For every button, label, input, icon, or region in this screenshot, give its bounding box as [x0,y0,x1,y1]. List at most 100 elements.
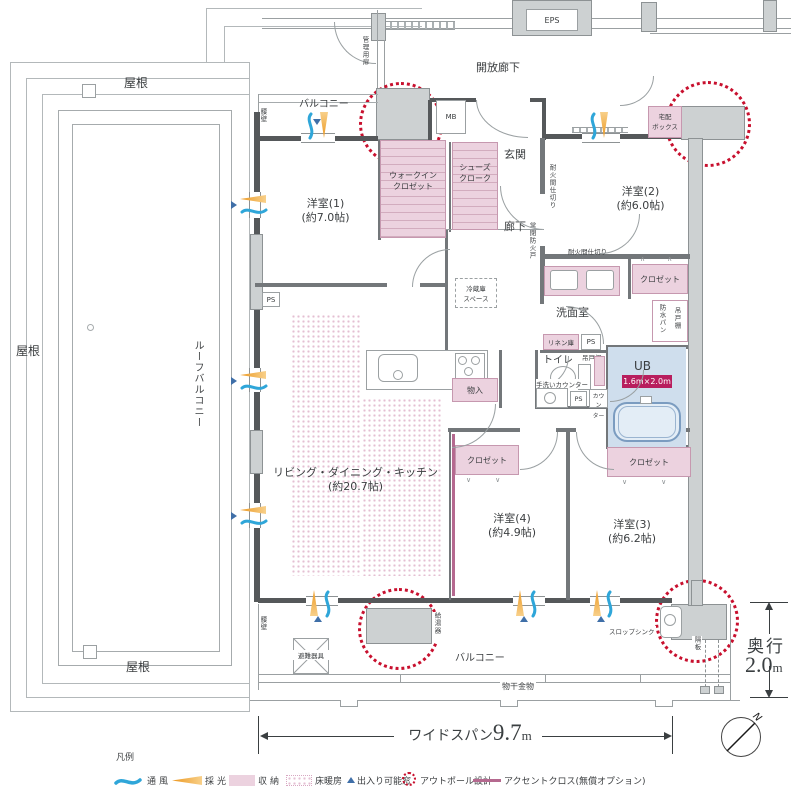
accessible-window-icon [231,201,237,209]
waist-wall-label: 腰壁 [259,108,267,123]
span-label: ワイドスパン [408,729,493,744]
depth-value-unit: m [772,660,783,675]
stove-burner [471,356,480,365]
interior-wall [445,287,448,350]
waist-wall-label: 腰壁 [259,616,267,631]
daylight-icon [240,195,266,203]
balcony-rail [258,674,730,675]
compass-needle-icon [726,722,756,752]
span-dim-text: ワイドスパン9.7m [398,720,542,746]
accent-cross-wall [452,434,455,596]
balcony-rail [258,682,730,683]
door-arc-entrance [476,100,528,138]
pipe-space-box: PS [262,292,280,307]
meter-box-label: MB [445,113,457,121]
water-heater-label: 給湯器 [432,612,442,642]
delivery-box-label-1: 宅配 [658,113,672,121]
pipe-space-label: PS [266,295,276,304]
interior-wall [540,254,690,259]
closet-label: クロゼット [640,274,680,284]
roof-label: 屋根 [124,76,149,90]
hanging-cabinet-label: 吊戸棚 [582,354,602,362]
vent-wave-icon [530,590,537,618]
door-arc-western4 [520,432,558,470]
pipe-space-box: PS [570,391,587,407]
span-dim-arrow-left [260,732,268,740]
legend-item-label: アクセントクロス(無償オプション) [504,777,646,787]
wall [618,598,672,603]
roof-step-line-2 [224,26,422,62]
open-corridor-label: 開放廊下 [476,61,520,74]
span-unit: m [521,728,532,743]
western4-size: (約4.9帖) [487,526,537,540]
daylight-icon [516,590,524,616]
wall [544,598,591,603]
western2-name: 洋室(2) [621,185,660,198]
interior-wall [449,142,451,232]
legend-item-label: 出入り可能窓 [357,777,412,787]
western3-size: (約6.2帖) [607,532,657,546]
western1-size: (約7.0帖) [301,211,350,225]
span-value: 9.7 [492,720,522,745]
counter-box: カウン ター [589,389,608,420]
waterproof-pan-box: 防水パン 吊戸棚 [652,300,688,342]
depth-dim-line [769,606,770,634]
daylight-icon [320,112,328,138]
ground-tab [500,700,518,707]
column-small [641,2,657,32]
waterproof-pan-label: 防水パン [658,304,666,334]
corridor-hatch-band [383,21,455,30]
wall [255,136,303,141]
window [513,596,545,606]
kitchen-faucet-dot [393,370,403,380]
depth-dim-arrow-up [765,602,773,610]
compass [721,717,761,757]
interior-wall [540,138,545,194]
management-door-label: 管理用扉 [361,36,369,66]
wall [254,528,260,602]
vent-wave-icon [114,778,142,785]
column [681,106,745,140]
western1-name: 洋室(1) [306,197,345,210]
western3-name: 洋室(3) [613,518,651,531]
wall [254,112,260,192]
stove-burner [458,356,467,365]
door-arc-western3 [576,432,614,470]
right-wall [688,138,703,606]
column [366,608,432,644]
hand-wash-counter-label: 手洗いカウンター [536,379,588,389]
legend-item-label: 床暖房 [315,777,343,787]
wall-column-block [250,234,263,310]
storage-swatch-icon [229,775,255,786]
daylight-icon [240,371,266,379]
shoes-cloak-label: シューズ クローク [451,162,499,184]
wic-line1: ウォークイン [389,171,437,180]
fridge-line2: スペース [463,295,489,303]
legend-item-label: 収納 [258,777,283,787]
partition-foot [714,686,724,694]
daylight-triangle-icon [172,776,202,785]
western2-label: 洋室(2) (約6.0帖) [598,185,683,214]
depth-dim-line [769,666,770,695]
partition-pole [718,640,719,692]
wall-stem [691,580,703,606]
balcony-bottom-label: バルコニー [455,653,505,664]
closet-label: クロゼット [629,457,669,467]
western1-label: 洋室(1) (約7.0帖) [283,197,368,226]
legend-title: 凡例 [116,753,135,763]
wall [333,136,378,141]
storage-monoire: 物入 [452,378,498,402]
door-arc-western1 [412,249,450,287]
depth-value: 2.0m [745,652,783,678]
vent-wave-icon [590,112,597,140]
balcony-rail-post [640,674,641,683]
ground-line [250,700,740,701]
vent-wave-icon [606,590,613,618]
eps-inner-box: EPS [526,9,578,31]
column [376,88,430,140]
delivery-box: 宅配 ボックス [648,106,682,138]
hanger-marks: ∨∨ [622,478,701,486]
vent-wave-icon [240,208,268,214]
western4-name: 洋室(4) [493,512,531,525]
